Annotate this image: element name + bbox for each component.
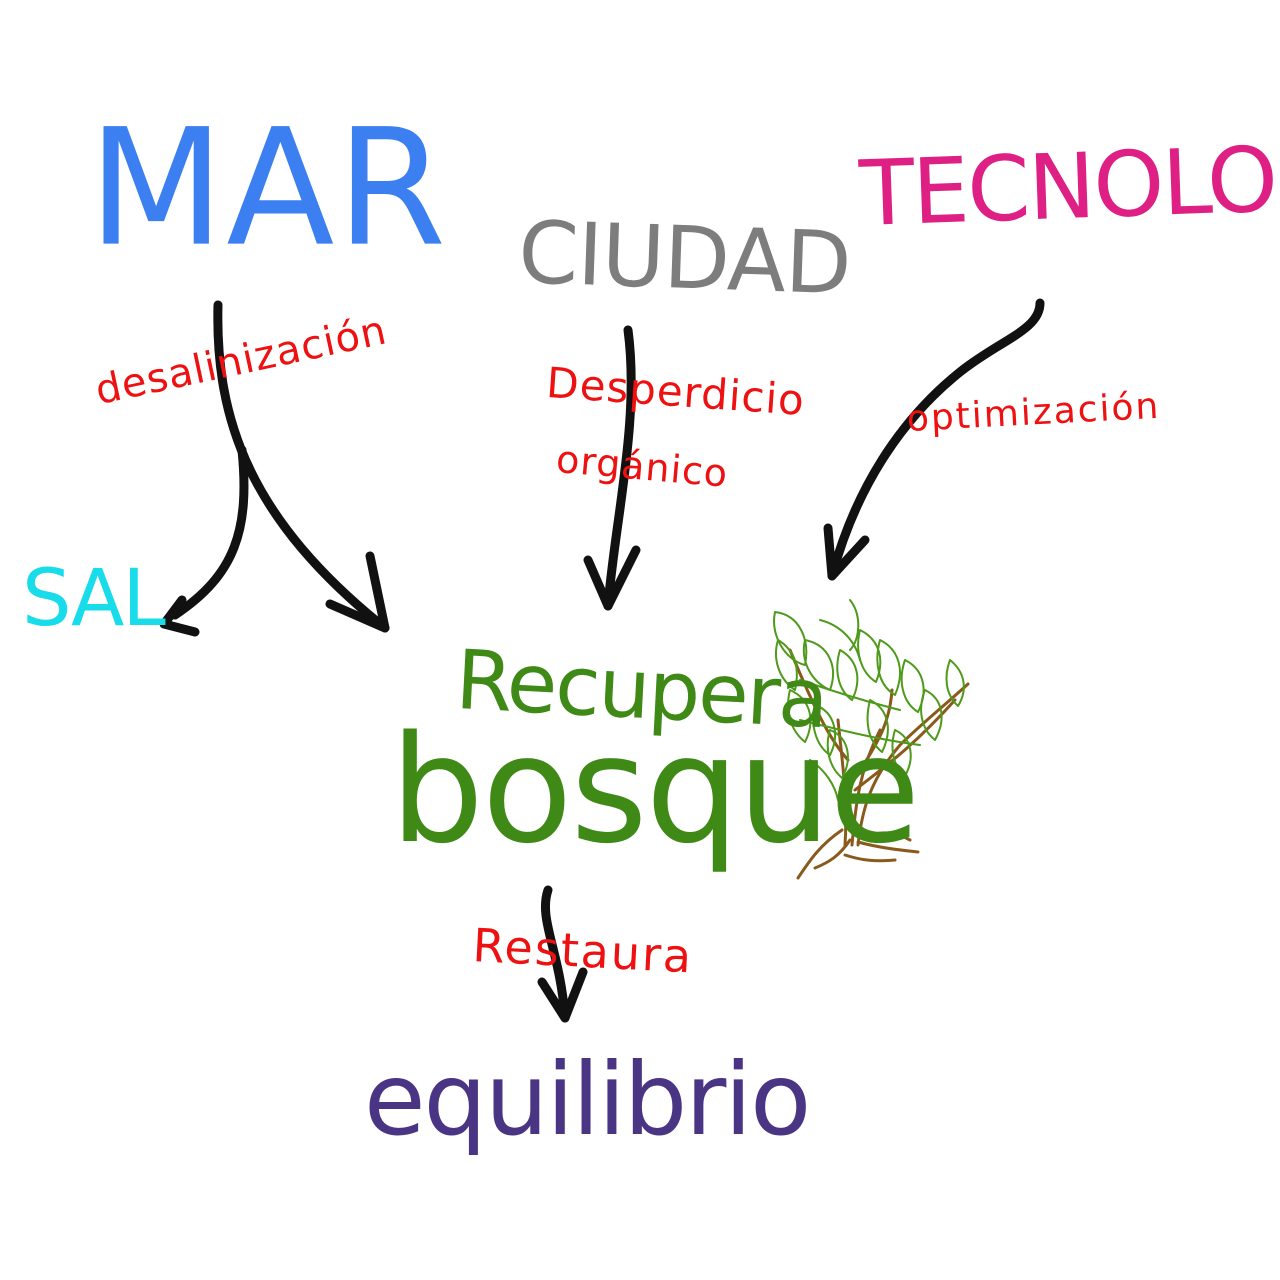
node-bosque: bosque: [390, 704, 920, 876]
arrow-ciudad-to-bosque: [603, 325, 636, 611]
arrowhead-mar-to-bosque: [325, 551, 390, 633]
arrowhead-bosque-to-equilibrio: [537, 967, 588, 1023]
tree-icon: [773, 599, 970, 880]
arrow-tecnologia-to-bosque: [827, 298, 1045, 581]
arrows: [159, 298, 1045, 1023]
arrow-mar-to-sal: [170, 445, 249, 620]
arrowhead-mar-to-sal: [159, 595, 200, 637]
tree-leaves: [773, 599, 965, 801]
edge-label-restaura: Restaura: [471, 918, 695, 984]
arrowhead-ciudad-to-bosque: [583, 545, 641, 611]
node-sal: SAL: [22, 554, 166, 644]
arrow-bosque-to-equilibrio: [540, 885, 570, 1023]
node-tecnologia: TECNOLOGÍA: [857, 122, 1280, 247]
node-ciudad: CIUDAD: [516, 203, 853, 315]
node-mar: MAR: [88, 94, 449, 283]
arrow-mar-to-bosque: [213, 300, 390, 633]
arrowhead-tecnologia-to-bosque: [823, 523, 870, 581]
node-equilibrio: equilibrio: [364, 1041, 811, 1158]
